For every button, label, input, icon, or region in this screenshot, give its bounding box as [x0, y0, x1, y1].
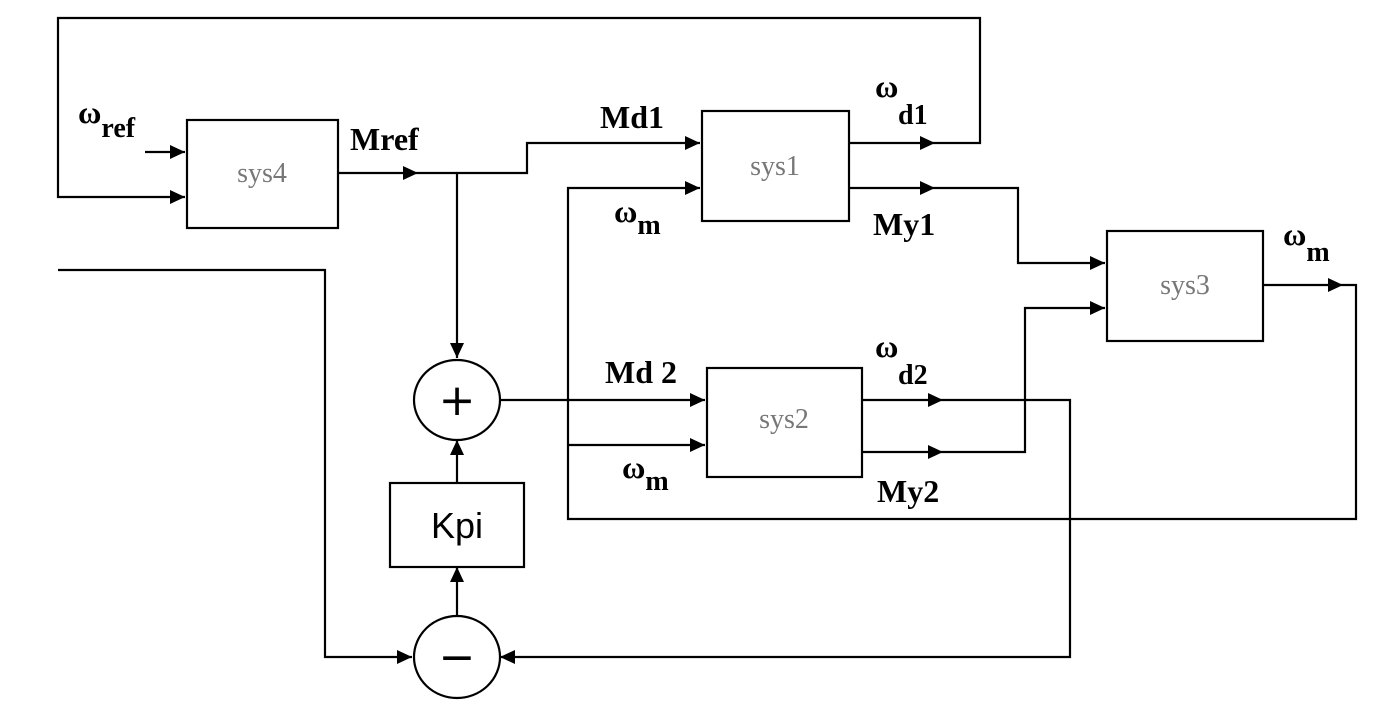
signal-labels: ωref Mref Md1 ω d1 ωm My1 ωm Md 2 ω d2 ω… — [78, 68, 1330, 509]
arrow-wd2 — [928, 393, 943, 407]
arrow-sys2-wm — [690, 438, 705, 452]
arrow-wd1 — [920, 136, 935, 150]
sys2-label: sys2 — [759, 404, 809, 435]
arrow-sys3-in1 — [1090, 256, 1105, 270]
plus-sign: + — [439, 375, 476, 426]
arrow-sum-bottom — [450, 440, 464, 455]
label-omega-m-out: ωm — [1283, 216, 1330, 268]
sys3-block: sys3 — [1105, 229, 1265, 343]
omega-m-subscript: m — [1306, 237, 1329, 268]
arrow-sys1-wm — [685, 181, 700, 195]
label-omega-d1: ω — [875, 68, 898, 104]
omega-m-subscript: m — [637, 210, 660, 241]
arrow-kpi-in — [450, 567, 464, 582]
label-mref: Mref — [350, 121, 419, 157]
omega-symbol: ω — [614, 193, 637, 229]
wire-my2-to-sys3 — [862, 306, 1105, 454]
arrow-minus-left — [397, 650, 412, 664]
omega-m-subscript: m — [645, 466, 668, 497]
sys2-block: sys2 — [705, 366, 864, 479]
sys1-block: sys1 — [700, 109, 851, 223]
omega-symbol: ω — [78, 94, 101, 130]
arrow-my1 — [920, 181, 935, 195]
sys4-label: sys4 — [237, 158, 287, 189]
kpi-block: Kpi — [388, 481, 526, 569]
label-md1: Md1 — [600, 99, 664, 135]
omega-symbol: ω — [622, 449, 645, 485]
label-omega-d2: ω — [875, 328, 898, 364]
arrowheads — [170, 136, 1343, 664]
kpi-label: Kpi — [431, 505, 483, 546]
minus-sign: − — [439, 632, 476, 683]
arrow-sys3-in2 — [1090, 301, 1105, 315]
label-omega-d1-sub: d1 — [898, 100, 928, 131]
sys4-block: sys4 — [185, 118, 340, 230]
arrow-sum-top — [450, 343, 464, 358]
omega-symbol: ω — [875, 68, 898, 104]
wire-wd2-to-minus — [500, 398, 1072, 659]
omega-symbol: ω — [1283, 216, 1306, 252]
sys1-label: sys1 — [750, 151, 800, 182]
omega-symbol: ω — [875, 328, 898, 364]
arrow-mref — [403, 166, 418, 180]
label-my1: My1 — [873, 206, 935, 242]
wire-mref-to-md1 — [338, 141, 700, 175]
sum-junction-plus: + — [412, 358, 502, 442]
arrow-md2 — [690, 393, 705, 407]
arrow-my2 — [928, 445, 943, 459]
label-omega-d2-sub: d2 — [898, 360, 928, 391]
label-omega-m-sys2: ωm — [622, 449, 669, 497]
label-md2: Md 2 — [605, 354, 677, 390]
sum-junction-minus: − — [412, 614, 502, 700]
arrow-minus-right — [500, 650, 515, 664]
arrow-wref — [170, 145, 185, 159]
arrow-wm-out — [1328, 278, 1343, 292]
wire-wref-to-minus — [58, 268, 412, 659]
sys3-label: sys3 — [1160, 270, 1210, 301]
arrow-md1 — [685, 136, 700, 150]
label-omega-ref: ωref — [78, 94, 136, 144]
label-my2: My2 — [877, 473, 939, 509]
arrow-sys4-lower — [170, 190, 185, 204]
wire-wd1-feedback — [56, 16, 982, 199]
label-omega-m-sys1: ωm — [614, 193, 661, 241]
omega-ref-subscript: ref — [101, 113, 135, 144]
